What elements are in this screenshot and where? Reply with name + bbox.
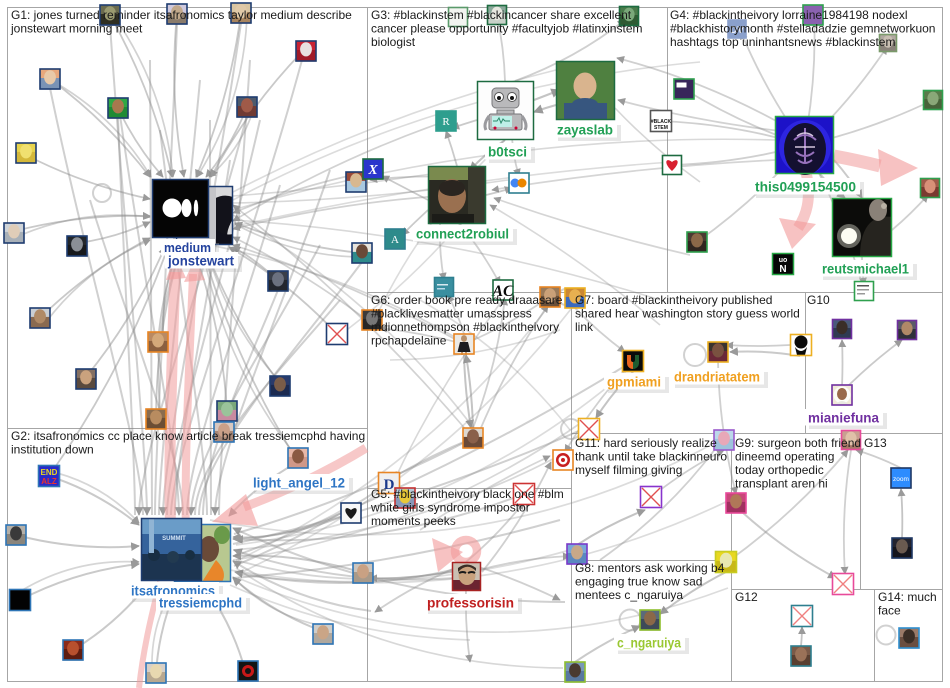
svg-text:mdionnethompson #blackintheivo: mdionnethompson #blackintheivory [371, 320, 559, 334]
svg-text:reutsmichael1: reutsmichael1 [822, 262, 909, 277]
svg-text:myself filming giving: myself filming giving [575, 463, 682, 477]
svg-text:G3: #blackinstem #blackincance: G3: #blackinstem #blackincancer share ex… [371, 8, 632, 22]
svg-text:shared hear washington story g: shared hear washington story guess world [575, 307, 800, 321]
svg-text:D: D [384, 477, 395, 493]
svg-text:zoom: zoom [893, 476, 909, 483]
svg-text:moments peeks: moments peeks [371, 514, 456, 528]
svg-text:b0tsci: b0tsci [488, 145, 527, 160]
svg-text:dineemd operating: dineemd operating [735, 450, 834, 464]
svg-text:zayaslab: zayaslab [557, 123, 613, 138]
svg-text:today orthopedic: today orthopedic [735, 463, 824, 477]
svg-text:connect2robiul: connect2robiul [416, 227, 509, 242]
svg-text:professorisin: professorisin [427, 596, 514, 611]
svg-text:STEM: STEM [654, 125, 668, 131]
svg-text:cancer please opportunity #fac: cancer please opportunity #facultyjob #l… [371, 22, 643, 36]
svg-text:A: A [391, 234, 399, 246]
svg-text:light_angel_12: light_angel_12 [253, 476, 345, 491]
svg-text:mentees c_ngaruiya: mentees c_ngaruiya [575, 588, 683, 602]
svg-text:G6: order book pre ready draaa: G6: order book pre ready draaasare [371, 293, 563, 307]
svg-text:jonstewart morning meet: jonstewart morning meet [10, 22, 143, 36]
svg-text:G2: itsafronomics cc place kno: G2: itsafronomics cc place know article … [11, 429, 365, 443]
svg-text:N: N [779, 264, 786, 275]
svg-text:c_ngaruiya: c_ngaruiya [617, 636, 681, 651]
svg-text:medium: medium [164, 241, 211, 256]
svg-text:DV: DV [730, 25, 744, 36]
svg-text:engaging true know sad: engaging true know sad [575, 575, 702, 589]
svg-text:ALZ: ALZ [41, 477, 57, 486]
svg-text:drandriatatem: drandriatatem [674, 370, 760, 385]
svg-text:G7: board #blackintheivory pub: G7: board #blackintheivory published [575, 293, 772, 307]
svg-text:SUMMIT: SUMMIT [162, 536, 186, 542]
svg-text:hashtags top uninhantsnews #bl: hashtags top uninhantsnews #blackinstem [670, 35, 895, 49]
svg-text:AC: AC [491, 283, 514, 300]
svg-text:thank until take blackinneuro: thank until take blackinneuro [575, 450, 727, 464]
svg-text:G14: much: G14: much [878, 590, 937, 604]
svg-text:G13: G13 [864, 436, 887, 450]
svg-text:institution down: institution down [11, 443, 94, 457]
svg-text:biologist: biologist [371, 35, 416, 49]
svg-text:G5: #blackintheivory black one: G5: #blackintheivory black one #blm [371, 487, 564, 501]
svg-text:#BLACK: #BLACK [651, 119, 672, 125]
svg-text:rpchapdelaine: rpchapdelaine [371, 334, 447, 348]
svg-text:transplant aren hi: transplant aren hi [735, 477, 828, 491]
svg-text:G4: #blackintheivory lorraine1: G4: #blackintheivory lorraine1984198 nod… [670, 8, 908, 22]
svg-text:white girls syndrome impostor: white girls syndrome impostor [370, 501, 530, 515]
svg-text:G11: hard seriously realize: G11: hard seriously realize [575, 436, 717, 450]
svg-text:#blacklivesmatter umasspress: #blacklivesmatter umasspress [371, 307, 532, 321]
svg-text:tressiemcphd: tressiemcphd [159, 596, 242, 611]
svg-text:mianiefuna: mianiefuna [808, 411, 879, 426]
svg-text:gpmiami: gpmiami [607, 375, 661, 390]
svg-text:G8: mentors ask working b4: G8: mentors ask working b4 [575, 561, 725, 575]
svg-text:X: X [367, 163, 378, 178]
svg-text:#blackhistorymonth #stelladadz: #blackhistorymonth #stelladadzie gemnetw… [670, 22, 935, 36]
svg-text:face: face [878, 604, 901, 618]
svg-text:jonstewart: jonstewart [167, 254, 234, 269]
svg-text:G9: surgeon both friend: G9: surgeon both friend [735, 436, 861, 450]
svg-text:G10: G10 [807, 293, 830, 307]
svg-text:G1: jones turned reminder itsa: G1: jones turned reminder itsafronomics … [11, 8, 352, 22]
svg-text:END: END [41, 468, 58, 477]
svg-text:G12: G12 [735, 590, 758, 604]
svg-text:uo: uo [779, 257, 788, 264]
svg-text:link: link [575, 320, 594, 334]
svg-text:this0499154500: this0499154500 [755, 180, 856, 195]
svg-text:R: R [442, 116, 450, 128]
